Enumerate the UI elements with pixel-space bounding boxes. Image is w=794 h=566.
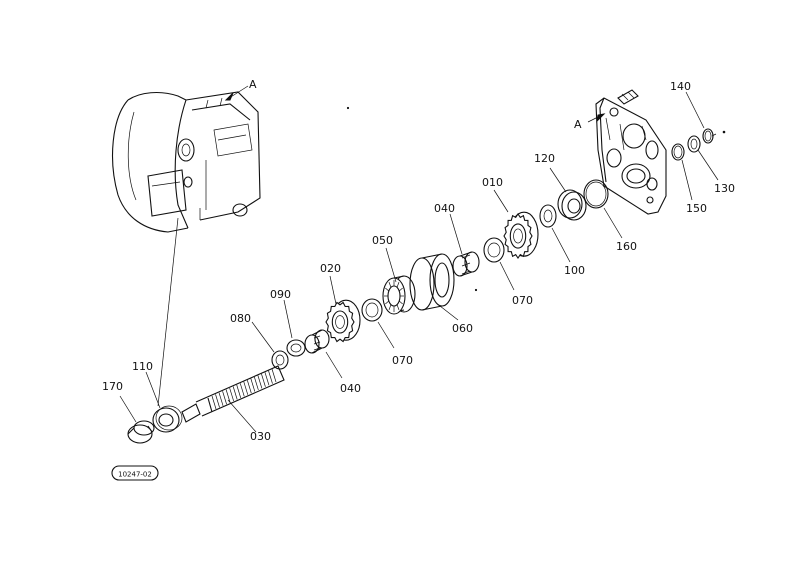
part-label-140: 140 — [670, 80, 691, 93]
part-label-110: 110 — [132, 360, 153, 373]
part-label-040-upper: 040 — [434, 202, 455, 215]
ref-marker-housing: A — [249, 78, 257, 91]
ref-marker-cover: A — [574, 118, 582, 131]
part-100-collar — [539, 204, 571, 263]
part-150-snap-ring — [671, 143, 693, 201]
part-label-120: 120 — [534, 152, 555, 165]
part-label-010: 010 — [482, 176, 503, 189]
part-label-130: 130 — [714, 182, 735, 195]
part-label-040-lower: 040 — [340, 382, 361, 395]
part-140-snap-ring — [685, 91, 717, 144]
figure-ref-code-badge: 10247-02 — [111, 465, 159, 481]
part-label-160: 160 — [616, 240, 637, 253]
part-label-060: 060 — [452, 322, 473, 335]
part-label-070-lower: 070 — [392, 354, 413, 367]
rear-cover — [587, 89, 667, 215]
part-030-shaft — [181, 365, 285, 433]
part-070-washer-upper — [483, 237, 515, 291]
part-label-030: 030 — [250, 430, 271, 443]
part-040-needle-bearing-upper — [449, 213, 480, 277]
part-090-washer — [283, 299, 306, 357]
part-label-070-upper: 070 — [512, 294, 533, 307]
part-060-sleeve — [409, 253, 459, 321]
part-label-090: 090 — [270, 288, 291, 301]
part-080-collar — [251, 321, 289, 370]
part-120-bearing — [549, 167, 587, 221]
part-label-100: 100 — [564, 264, 585, 277]
part-170-plug — [119, 395, 155, 444]
figure-ref-code: 10247-02 — [118, 471, 152, 479]
transmission-housing — [111, 85, 261, 407]
part-130-seal — [687, 135, 719, 181]
part-label-050: 050 — [372, 234, 393, 247]
part-label-080: 080 — [230, 312, 251, 325]
part-label-170: 170 — [102, 380, 123, 393]
part-040-needle-bearing-lower — [304, 329, 343, 379]
part-010-gear — [493, 189, 539, 259]
part-020-gear — [325, 275, 361, 343]
drawing-specks — [346, 106, 726, 292]
part-110-bearing — [145, 371, 183, 433]
part-070-washer-lower — [361, 298, 395, 349]
part-160-o-ring — [583, 179, 623, 239]
part-label-150: 150 — [686, 202, 707, 215]
part-label-020: 020 — [320, 262, 341, 275]
